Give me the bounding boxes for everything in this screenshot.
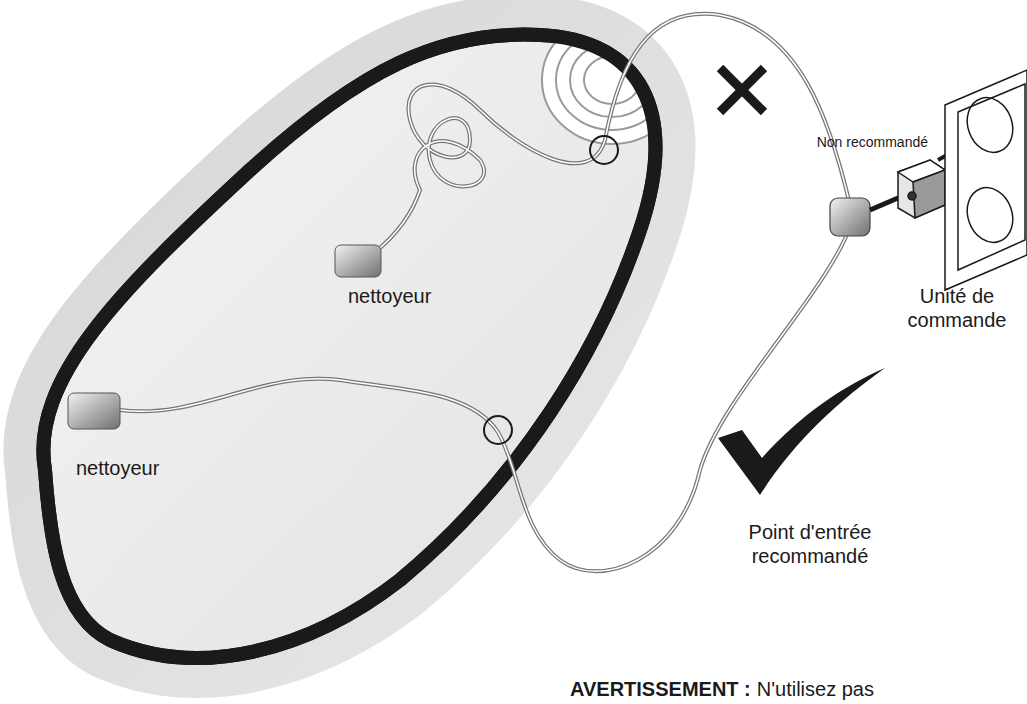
plug (898, 160, 945, 218)
entry-circle (484, 416, 512, 444)
warning-text: N'utilisez pas (757, 677, 874, 701)
warning-title: AVERTISSEMENT : (570, 677, 751, 701)
cleaner (68, 393, 120, 429)
cross-mark (720, 68, 764, 112)
part-label: nettoyeur (76, 456, 196, 480)
cable-bad (375, 14, 850, 252)
cleaner (335, 245, 381, 277)
control-unit (830, 198, 870, 236)
part-label: nettoyeur (348, 284, 468, 308)
cable-good (120, 232, 848, 571)
part-label: Unité de commande (890, 284, 1024, 332)
warning-label: Non recommandé (808, 134, 928, 151)
wall-outlet (945, 70, 1027, 290)
check-mark (718, 368, 885, 495)
note-label: Point d'entrée recommandé (700, 520, 920, 568)
entry-circle (590, 136, 618, 164)
